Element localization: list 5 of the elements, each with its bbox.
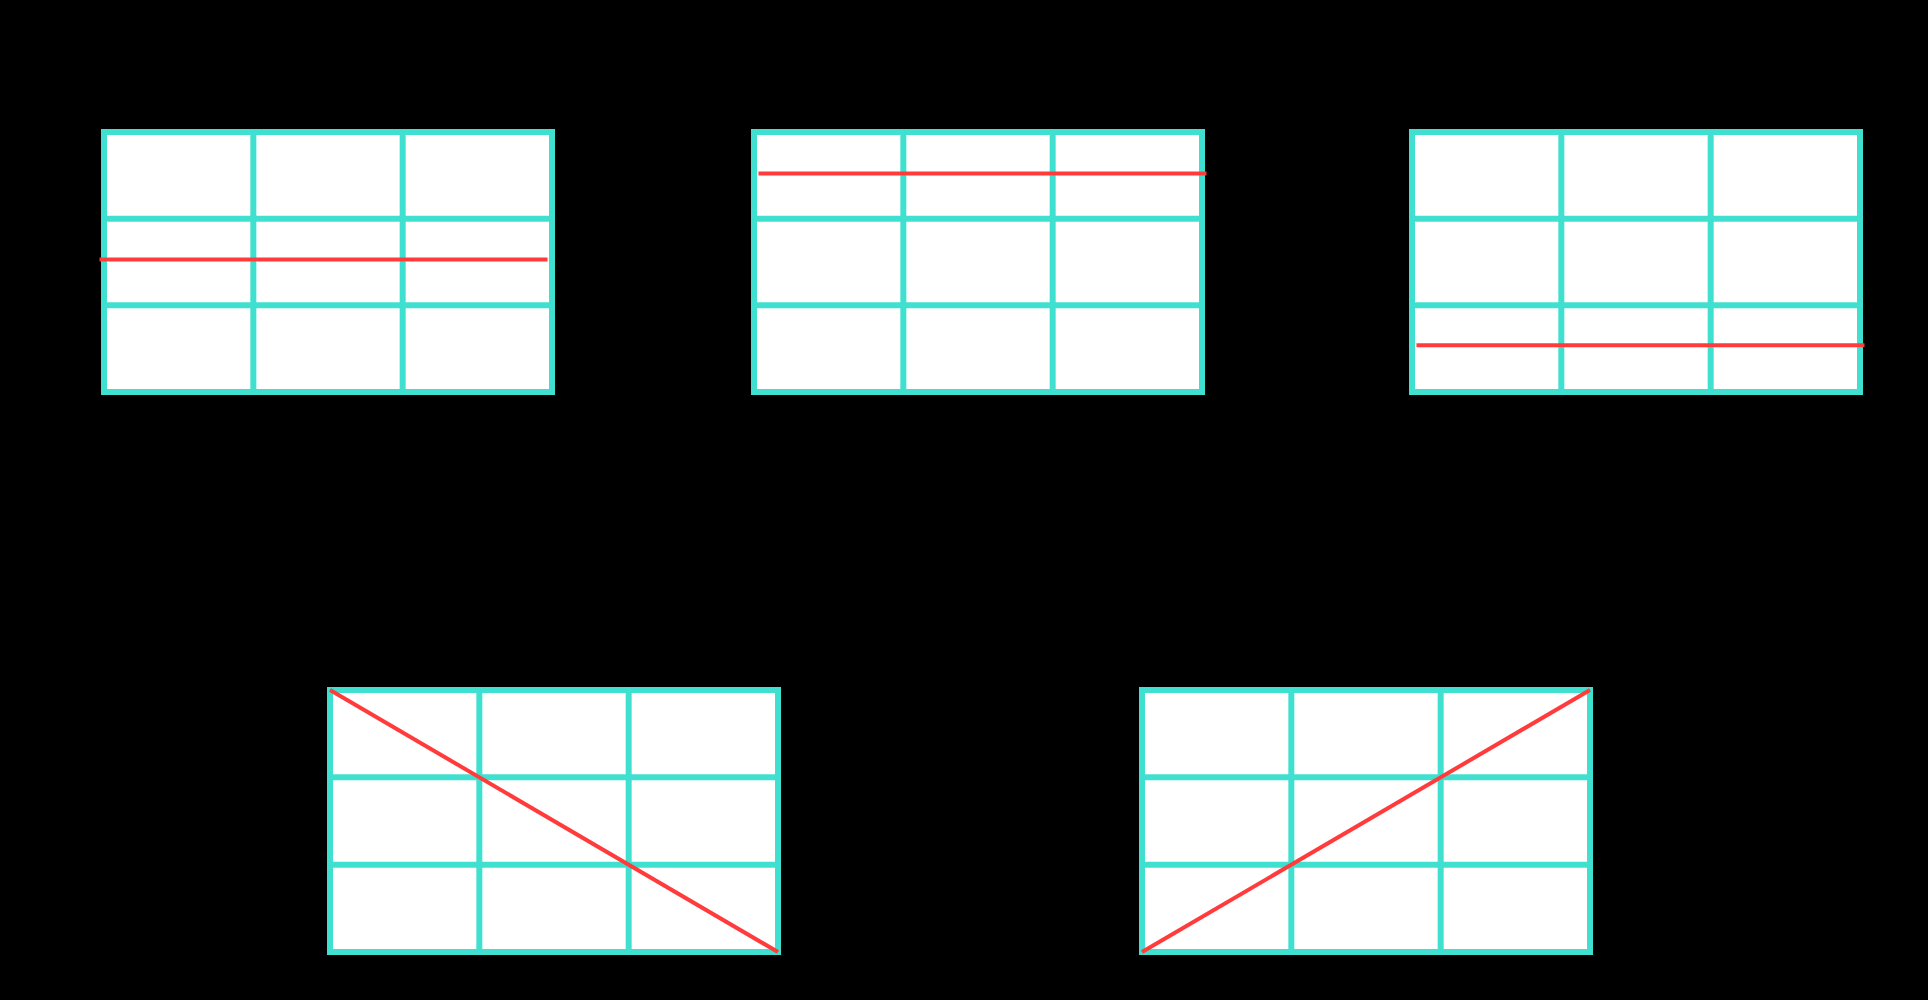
thirds-grid-drawing — [1406, 126, 1866, 398]
thirds-grid-drawing — [324, 684, 784, 958]
thirds-grid-drawing — [1136, 684, 1596, 958]
thirds-grid-drawing — [748, 126, 1208, 398]
thirds-grid-drawing — [98, 126, 558, 398]
